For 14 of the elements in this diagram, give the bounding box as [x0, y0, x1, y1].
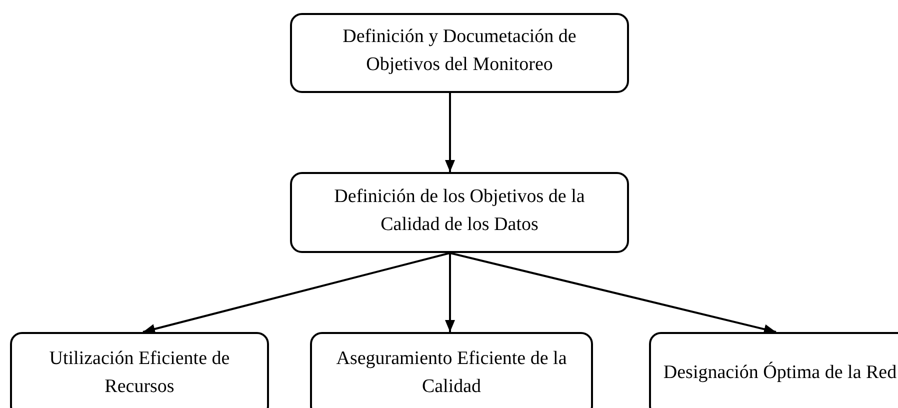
- box-label: Definición de los Objetivos de la Calidad de los Datos: [333, 184, 586, 236]
- process-box: [310, 332, 593, 408]
- process-box: [290, 172, 629, 253]
- process-box: [10, 332, 269, 408]
- box-label: Aseguramiento Eficiente de la Calidad: [335, 347, 568, 399]
- process-box: [290, 13, 629, 93]
- arrow: [445, 253, 455, 332]
- box-label: Designación Óptima de la Red: [663, 360, 897, 385]
- arrow: [450, 252, 776, 334]
- arrow: [445, 93, 455, 172]
- process-box: [649, 332, 898, 408]
- box-label: Definición y Documetación de Objetivos del Monitoreo: [342, 25, 578, 77]
- arrow: [142, 252, 450, 334]
- box-label: Utilización Eficiente de Recursos: [48, 347, 231, 399]
